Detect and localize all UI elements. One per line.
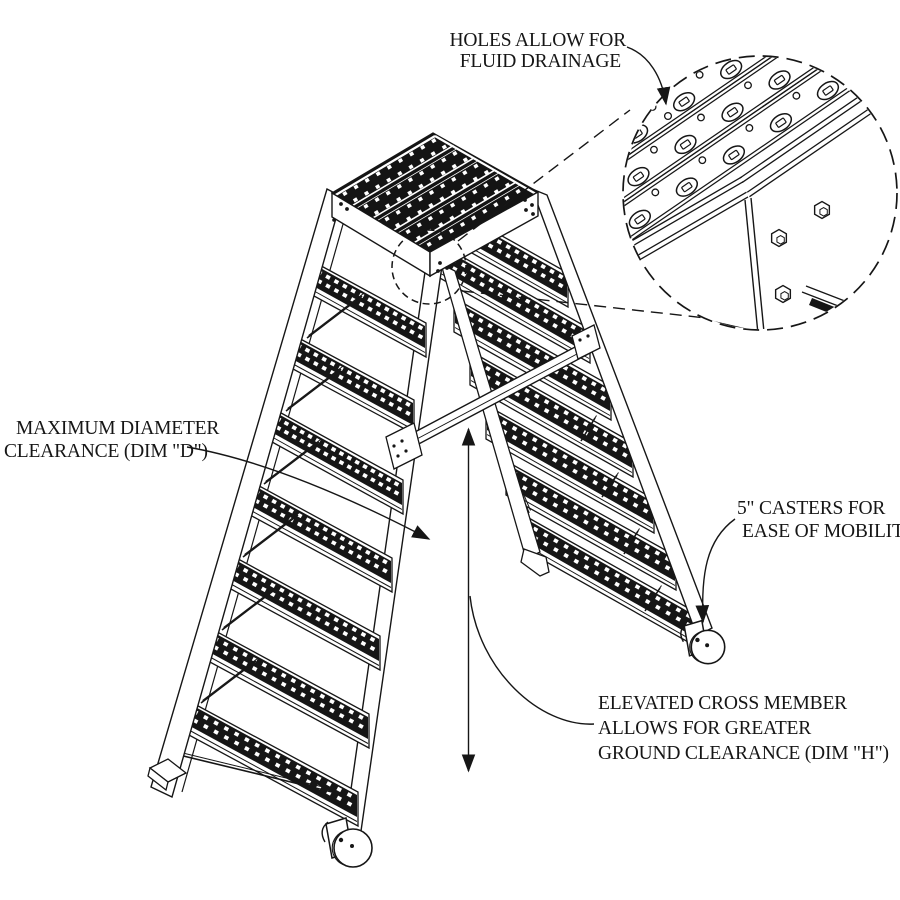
leader-casters — [695, 518, 736, 624]
top-platform — [330, 132, 540, 278]
leader-cross-member — [469, 595, 595, 725]
detail-projection-lines — [457, 109, 707, 319]
annotation-cross-member-line-1: ELEVATED CROSS MEMBER — [598, 693, 847, 714]
annotation-casters-line-2: EASE OF MOBILITY — [742, 521, 900, 542]
detail-bubble — [622, 55, 898, 331]
front-caster-wheel — [321, 817, 373, 868]
annotation-max-diameter-line-1: MAXIMUM DIAMETER — [16, 418, 219, 439]
leader-max-diameter — [186, 446, 431, 540]
leader-lines — [186, 46, 736, 725]
annotation-max-diameter-line-2: CLEARANCE (DIM "D") — [4, 441, 208, 462]
ladder-front-steps — [170, 260, 427, 828]
leader-holes — [626, 46, 671, 106]
detail-source-circle — [391, 229, 467, 305]
ladder-rear-rails — [439, 187, 726, 665]
annotations: HOLES ALLOW FOR FLUID DRAINAGE MAXIMUM D… — [4, 30, 900, 764]
annotation-cross-member-line-2: ALLOWS FOR GREATER — [598, 718, 811, 739]
annotation-casters-line-1: 5" CASTERS FOR — [737, 498, 885, 519]
annotation-holes-line-2: FLUID DRAINAGE — [460, 51, 621, 72]
annotation-cross-member-line-3: GROUND CLEARANCE (DIM "H") — [598, 743, 889, 764]
elevated-cross-member — [385, 324, 601, 470]
annotation-holes-line-1: HOLES ALLOW FOR — [450, 30, 627, 51]
